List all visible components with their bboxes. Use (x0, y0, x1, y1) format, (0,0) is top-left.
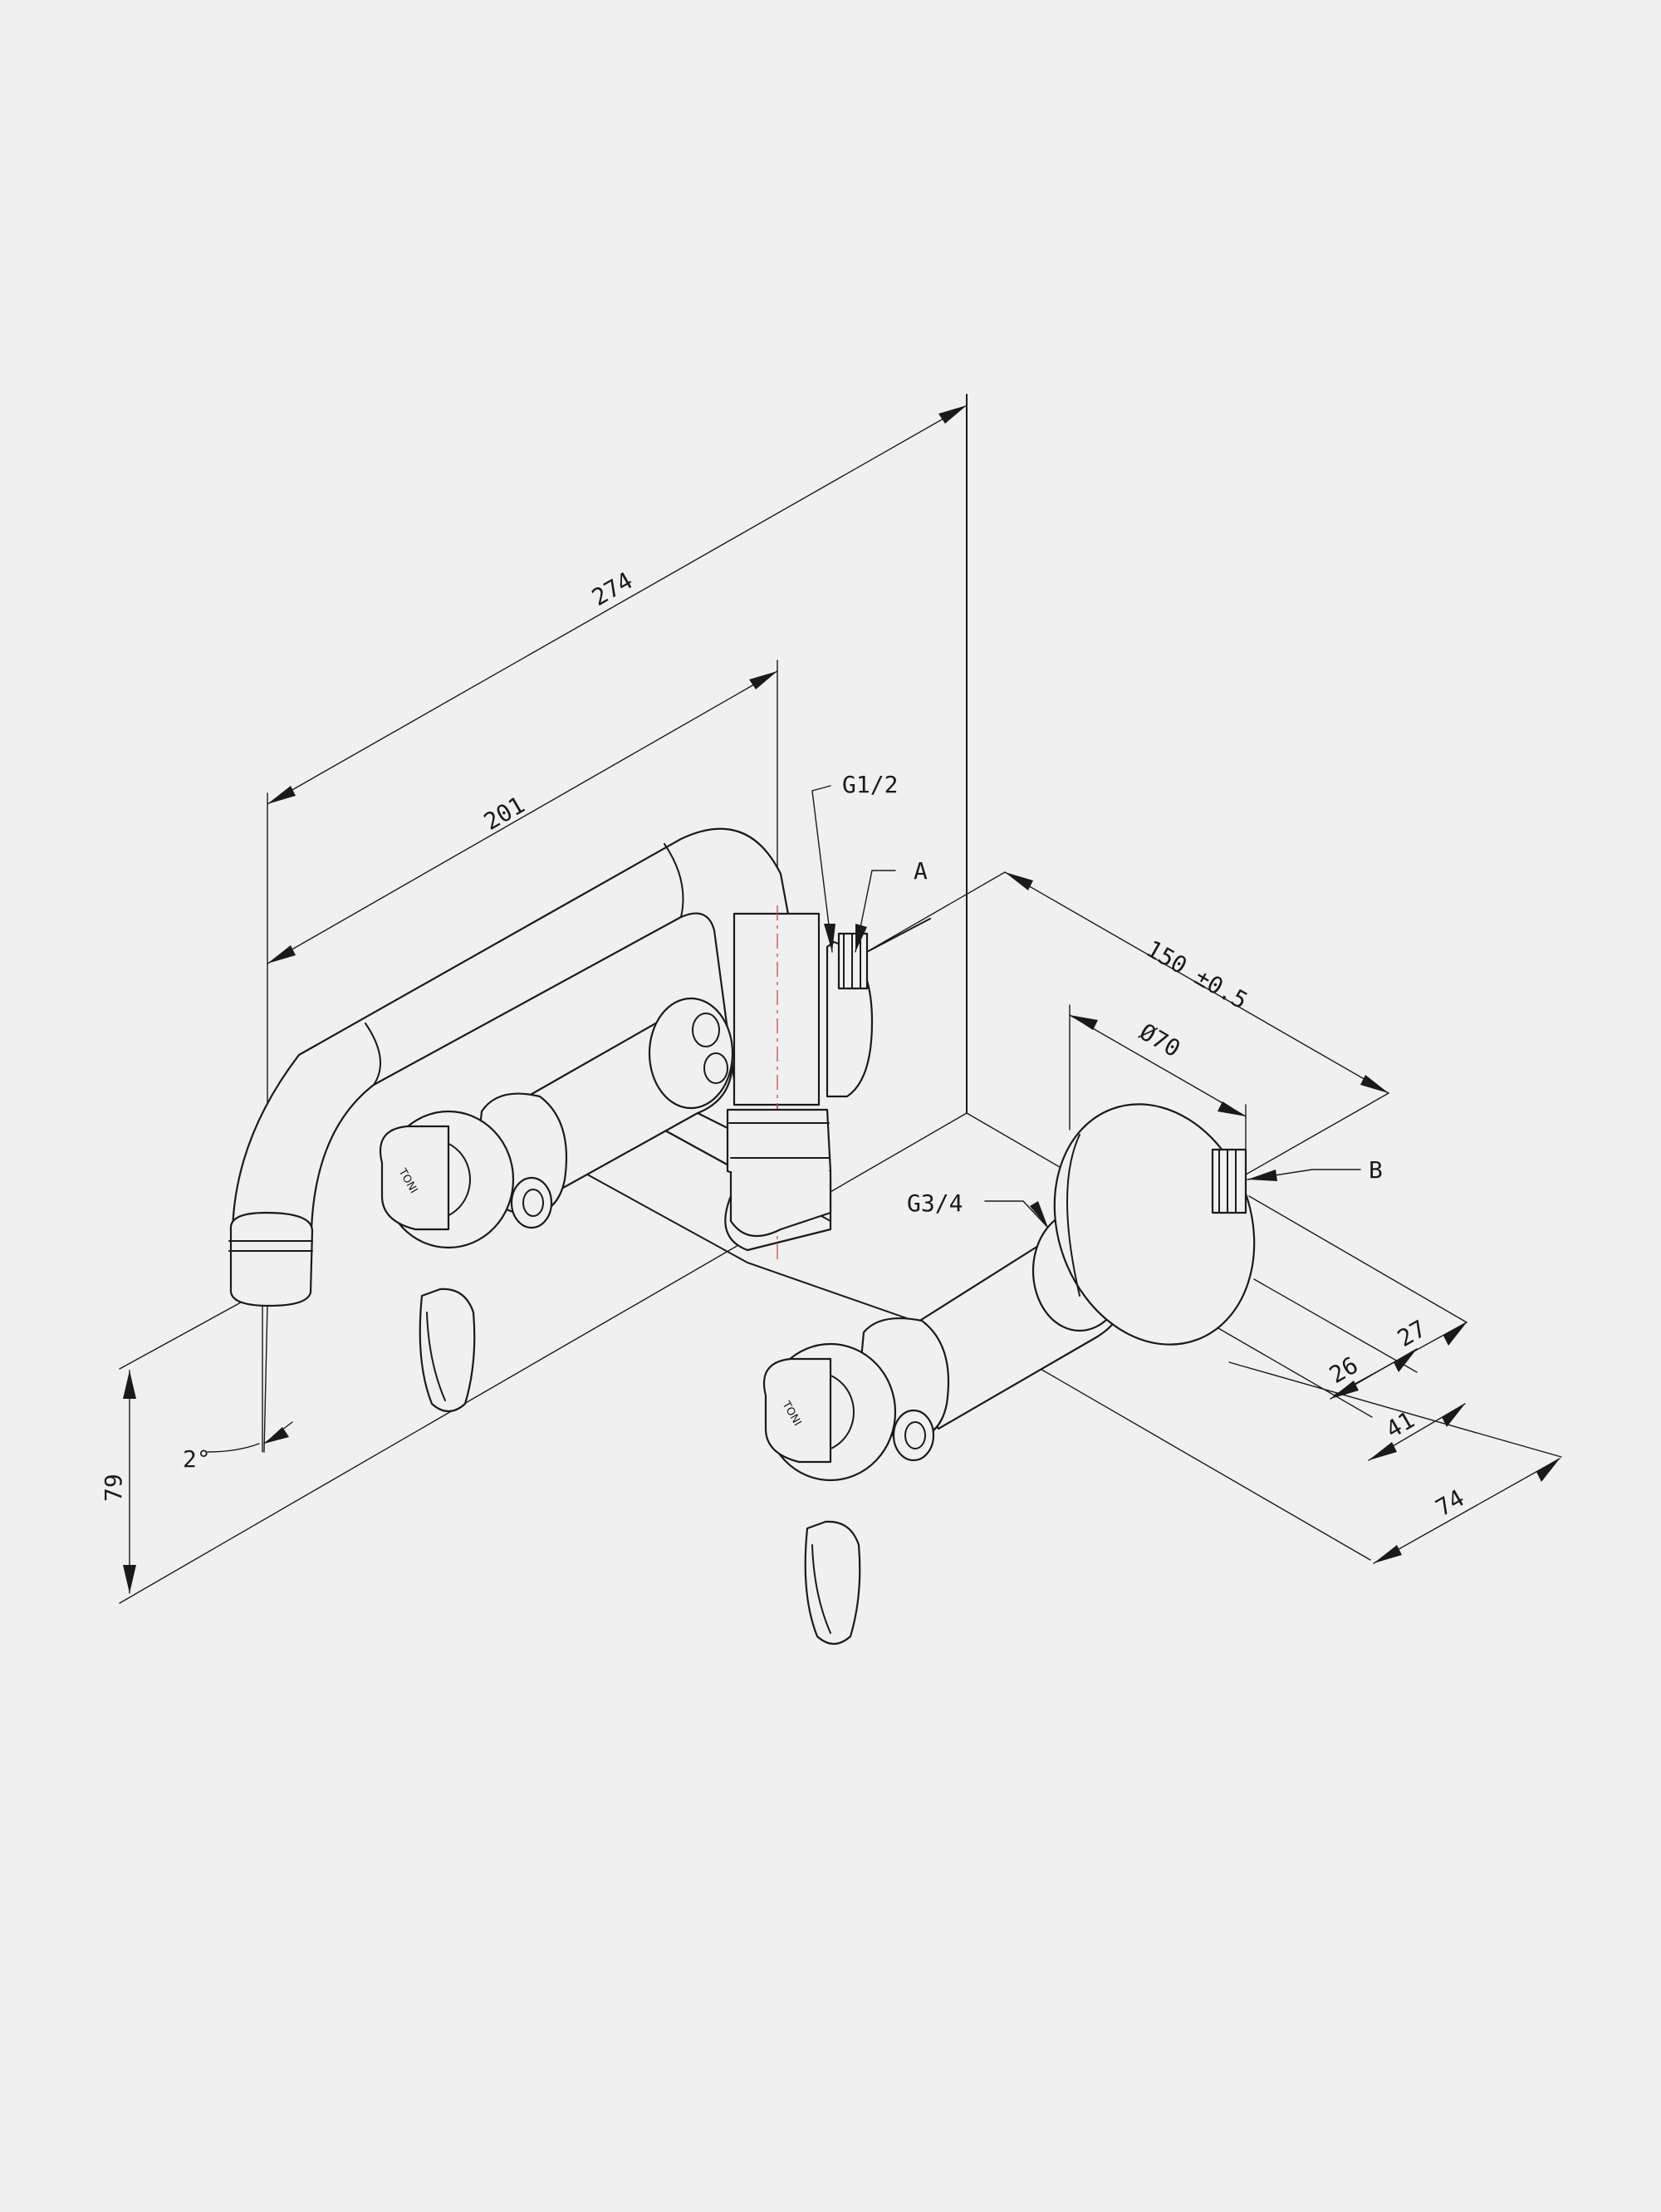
callout-b: B (1369, 1156, 1383, 1184)
faucet-body (228, 394, 1256, 1646)
dim-201: 201 (479, 791, 529, 836)
callout-labels: G1/2 A G3/4 B (842, 771, 1383, 1217)
dimension-lines (119, 394, 1562, 1604)
dim-phi70: Ø70 (1135, 1018, 1185, 1062)
dim-74: 74 (1431, 1484, 1469, 1522)
dim-274: 274 (587, 566, 637, 611)
dim-27: 27 (1393, 1315, 1431, 1352)
dim-angle-2deg: 2° (183, 1445, 211, 1473)
callout-g34: G3/4 (907, 1189, 963, 1217)
dim-150: 150 ±0.5 (1142, 934, 1252, 1014)
dim-41: 41 (1381, 1406, 1419, 1444)
callout-g12: G1/2 (842, 771, 898, 798)
callout-leaders (811, 785, 1361, 1229)
dim-79: 79 (100, 1474, 127, 1502)
callout-a: A (914, 857, 928, 885)
